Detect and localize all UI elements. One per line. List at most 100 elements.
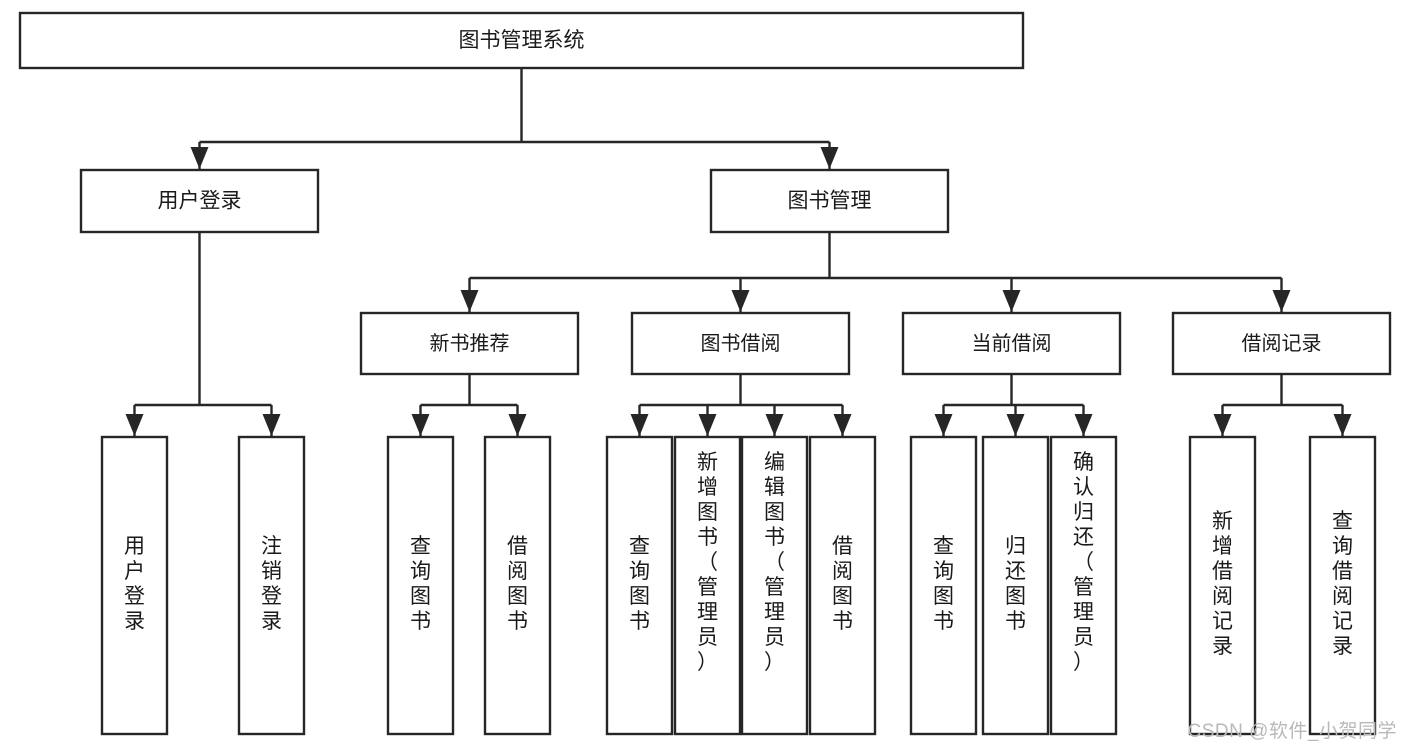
- leaf-leaf-user-login-char: 登: [124, 585, 145, 608]
- leaf-leaf-add-borrow-record-rect[interactable]: [1188, 435, 1257, 736]
- leaf-leaf-borrow-book-rect[interactable]: [808, 435, 877, 736]
- node-user-login-label: 用户登录: [158, 190, 242, 213]
- leaf-leaf-user-login[interactable]: 用户登录: [100, 435, 169, 736]
- leaf-leaf-return-book-rect[interactable]: [981, 435, 1050, 736]
- leaf-leaf-add-book-admin-char: 增: [697, 476, 718, 499]
- leaf-leaf-query-borrow-record-char: 查: [1332, 510, 1353, 533]
- leaf-leaf-borrow-query-book-char: 询: [629, 560, 650, 583]
- leaf-leaf-recommend-borrow-book-rect[interactable]: [483, 435, 552, 736]
- leaf-leaf-borrow-query-book-char: 图: [629, 585, 650, 608]
- leaf-leaf-user-login-char: 用: [124, 535, 145, 558]
- leaf-leaf-borrow-query-book-char: 书: [629, 610, 650, 633]
- node-book-borrow-rect[interactable]: [630, 311, 851, 376]
- leaf-leaf-edit-book-admin-char: 书: [764, 526, 785, 549]
- leaf-leaf-add-book-admin-char: 理: [697, 601, 718, 624]
- arrow-head-icon: [765, 414, 784, 436]
- node-user-login[interactable]: 用户登录: [79, 168, 320, 234]
- leaf-leaf-add-borrow-record-char: 借: [1212, 560, 1233, 583]
- node-root-book-management-system[interactable]: 图书管理系统: [18, 11, 1025, 70]
- leaf-leaf-add-book-admin-char: 员: [697, 626, 718, 649]
- node-new-book-recommend-rect[interactable]: [359, 311, 580, 376]
- arrow-head-icon: [411, 414, 430, 436]
- leaf-leaf-edit-book-admin-char: 理: [764, 601, 785, 624]
- leaf-leaf-edit-book-admin-char: 图: [764, 501, 785, 524]
- leaf-leaf-add-book-admin-char: 新: [697, 451, 718, 474]
- leaf-leaf-confirm-return-admin-rect[interactable]: [1049, 435, 1118, 736]
- leaf-leaf-query-borrow-record-char: 阅: [1332, 585, 1353, 608]
- leaf-leaf-return-book-char: 还: [1005, 560, 1026, 583]
- node-borrow-record-rect[interactable]: [1171, 311, 1392, 376]
- leaf-leaf-query-borrow-record-char: 询: [1332, 535, 1353, 558]
- leaf-leaf-logout-rect[interactable]: [237, 435, 306, 736]
- leaf-leaf-query-borrow-record-rect[interactable]: [1308, 435, 1377, 736]
- node-book-manage[interactable]: 图书管理: [709, 168, 950, 234]
- node-root-book-management-system-rect[interactable]: [18, 11, 1025, 70]
- leaf-leaf-confirm-return-admin-char: ）: [1073, 651, 1094, 674]
- leaf-leaf-confirm-return-admin-char: 还: [1073, 526, 1094, 549]
- leaf-leaf-recommend-query-book-char: 书: [410, 610, 431, 633]
- leaf-leaf-borrow-book-char: 图: [832, 585, 853, 608]
- leaf-leaf-confirm-return-admin-char: 认: [1073, 476, 1094, 499]
- node-book-manage-rect[interactable]: [709, 168, 950, 234]
- leaf-leaf-add-borrow-record-char: 录: [1212, 635, 1233, 658]
- leaf-leaf-user-login-rect[interactable]: [100, 435, 169, 736]
- leaf-leaf-add-book-admin-char: 管: [697, 576, 718, 599]
- arrow-head-icon: [508, 414, 527, 436]
- node-book-manage-label: 图书管理: [788, 190, 872, 213]
- node-book-borrow-label: 图书借阅: [701, 332, 781, 355]
- leaf-leaf-add-book-admin-char: （: [697, 551, 718, 574]
- node-new-book-recommend-label: 新书推荐: [430, 332, 510, 355]
- arrow-head-icon: [1006, 414, 1025, 436]
- node-user-login-rect[interactable]: [79, 168, 320, 234]
- leaf-leaf-recommend-query-book-char: 询: [410, 560, 431, 583]
- node-current-borrow-rect[interactable]: [901, 311, 1122, 376]
- node-current-borrow-label: 当前借阅: [972, 332, 1052, 355]
- leaf-leaf-add-book-admin-char: 图: [697, 501, 718, 524]
- leaf-leaf-current-query-book-char: 询: [933, 560, 954, 583]
- arrow-head-icon: [820, 147, 839, 169]
- leaf-leaf-confirm-return-admin-char: 确: [1073, 451, 1094, 474]
- leaf-leaf-logout-char: 登: [261, 585, 282, 608]
- node-current-borrow[interactable]: 当前借阅: [901, 311, 1122, 376]
- leaf-leaf-logout-char: 注: [261, 535, 282, 558]
- nodes-layer: 图书管理系统用户登录图书管理新书推荐图书借阅当前借阅借阅记录用户登录注销登录查询…: [18, 11, 1392, 736]
- node-book-borrow[interactable]: 图书借阅: [630, 311, 851, 376]
- leaf-leaf-recommend-query-book-rect[interactable]: [386, 435, 455, 736]
- arrow-head-icon: [1333, 414, 1352, 436]
- leaf-leaf-query-borrow-record-char: 记: [1332, 610, 1353, 633]
- leaf-leaf-add-borrow-record-char: 新: [1212, 510, 1233, 533]
- node-root-book-management-system-label: 图书管理系统: [459, 29, 585, 52]
- leaf-leaf-confirm-return-admin-char: 归: [1073, 501, 1094, 524]
- leaf-leaf-current-query-book-rect[interactable]: [909, 435, 978, 736]
- connectors-layer: [125, 68, 1352, 436]
- leaf-leaf-edit-book-admin-rect[interactable]: [740, 435, 809, 736]
- arrow-head-icon: [698, 414, 717, 436]
- leaf-leaf-borrow-query-book-char: 查: [629, 535, 650, 558]
- node-new-book-recommend[interactable]: 新书推荐: [359, 311, 580, 376]
- leaf-leaf-add-book-admin-rect[interactable]: [673, 435, 742, 736]
- leaf-leaf-confirm-return-admin-char: 员: [1073, 626, 1094, 649]
- leaf-leaf-borrow-book-char: 书: [832, 610, 853, 633]
- leaf-leaf-recommend-borrow-book-char: 借: [507, 535, 528, 558]
- leaf-leaf-borrow-book-char: 阅: [832, 560, 853, 583]
- leaf-leaf-confirm-return-admin-char: 管: [1073, 576, 1094, 599]
- arrow-head-icon: [1002, 290, 1021, 312]
- arrow-head-icon: [262, 414, 281, 436]
- arrow-head-icon: [190, 147, 209, 169]
- leaf-leaf-edit-book-admin-char: ）: [764, 651, 785, 674]
- leaf-leaf-borrow-query-book-rect[interactable]: [605, 435, 674, 736]
- node-borrow-record[interactable]: 借阅记录: [1171, 311, 1392, 376]
